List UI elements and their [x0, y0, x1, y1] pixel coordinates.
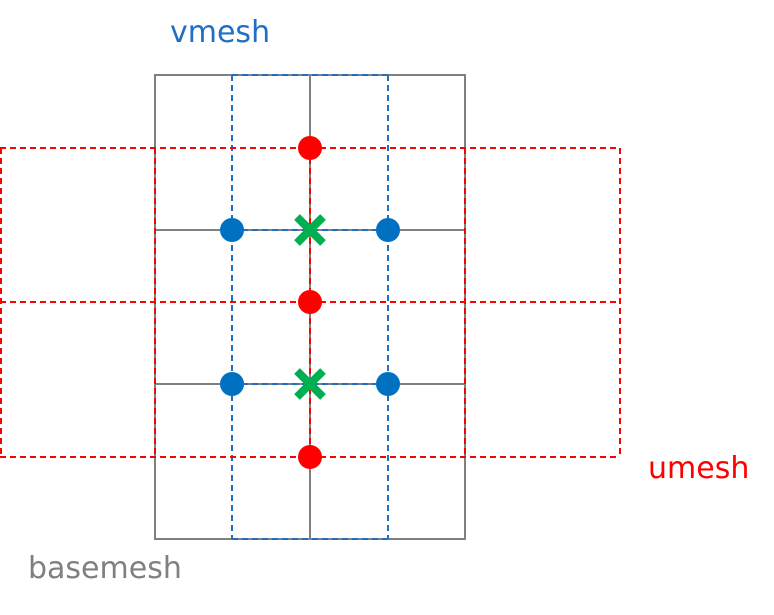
- umesh-label: umesh: [648, 451, 750, 486]
- vmesh-grid: [231, 74, 389, 540]
- u-point: [298, 445, 322, 469]
- basemesh-label: basemesh: [28, 551, 182, 586]
- v-point: [220, 372, 244, 396]
- u-point: [298, 290, 322, 314]
- center-cross-icon: [294, 368, 326, 400]
- center-markers: [294, 214, 326, 400]
- v-point: [376, 218, 400, 242]
- center-cross-icon: [294, 214, 326, 246]
- u-points: [298, 136, 322, 469]
- u-point: [298, 136, 322, 160]
- vmesh-label: vmesh: [170, 15, 271, 50]
- v-point: [376, 372, 400, 396]
- v-points: [220, 218, 400, 396]
- v-point: [220, 218, 244, 242]
